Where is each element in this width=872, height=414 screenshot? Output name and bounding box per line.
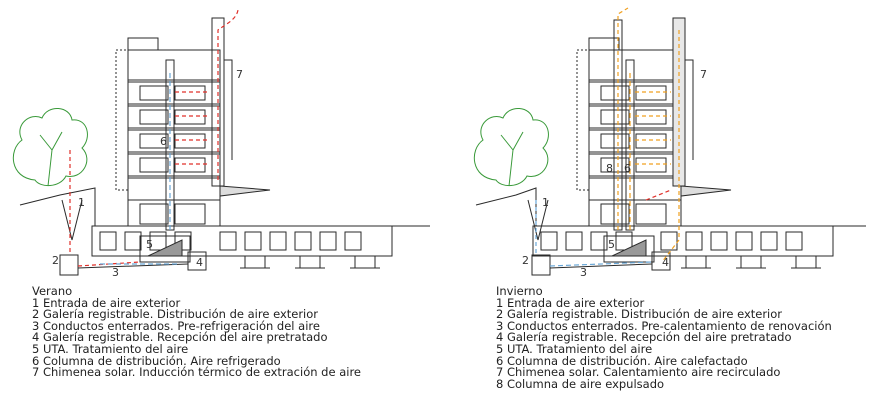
basement <box>91 225 393 257</box>
legend-item: 4 Galería registrable. Recepción del air… <box>32 330 328 345</box>
callout-1: 1 <box>542 196 549 209</box>
gallery-2 <box>59 254 79 276</box>
legend-item: 2 Galería registrable. Distribución de a… <box>32 307 319 322</box>
tree-icon <box>473 108 549 187</box>
legend-item: 5 UTA. Tratamiento del aire <box>496 341 653 356</box>
basement <box>532 225 834 257</box>
legend-item: 7 Chimenea solar. Calentamiento aire rec… <box>496 365 781 380</box>
legend-title: Verano <box>32 284 73 298</box>
legend-item: 1 Entrada de aire exterior <box>496 295 645 310</box>
solar-chimney <box>211 17 225 187</box>
winter-legend: Invierno 1 Entrada de aire exterior 2 Ga… <box>496 284 832 391</box>
callout-7: 7 <box>236 68 243 81</box>
callout-5: 5 <box>146 238 153 251</box>
winter-panel: 1 2 3 4 5 6 7 8 Invierno 1 Entrada de ai… <box>436 0 872 414</box>
summer-panel: 1 2 3 4 5 6 7 Verano 1 Entrada de aire e… <box>12 9 430 380</box>
callout-2: 2 <box>52 254 59 267</box>
callout-2: 2 <box>522 254 529 267</box>
legend-item: 7 Chimenea solar. Inducción térmico de e… <box>32 365 362 380</box>
summer-legend: Verano 1 Entrada de aire exterior 2 Gale… <box>32 284 362 380</box>
legend-item: 4 Galería registrable. Recepción del air… <box>496 330 792 345</box>
callout-6: 6 <box>624 162 631 175</box>
uta-box <box>603 235 655 263</box>
legend-item: 3 Conductos enterrados. Pre-refrigeració… <box>32 318 320 333</box>
legend-item: 5 UTA. Tratamiento del aire <box>32 341 189 356</box>
uta-box <box>139 235 191 263</box>
legend-title: Invierno <box>496 284 543 298</box>
ground-line <box>475 187 866 227</box>
callout-7: 7 <box>700 68 707 81</box>
callout-4: 4 <box>196 256 203 269</box>
callout-3: 3 <box>580 266 587 279</box>
gallery-2 <box>531 254 551 276</box>
callout-3: 3 <box>112 266 119 279</box>
callout-1: 1 <box>78 196 85 209</box>
callout-6: 6 <box>160 135 167 148</box>
summer-section-diagram: 1 2 3 4 5 6 7 <box>12 9 430 279</box>
legend-item: 6 Columna de distribución. Aire refriger… <box>32 353 281 368</box>
callout-5: 5 <box>608 238 615 251</box>
callout-4: 4 <box>662 256 669 269</box>
legend-item: 1 Entrada de aire exterior <box>32 295 181 310</box>
legend-item: 8 Columna de aire expulsado <box>496 376 665 391</box>
callout-8: 8 <box>606 162 613 175</box>
legend-item: 6 Columna de distribución. Aire calefact… <box>496 353 748 368</box>
legend-item: 2 Galería registrable. Distribución de a… <box>496 307 783 322</box>
tree-icon <box>12 108 88 187</box>
winter-section-diagram: 1 2 3 4 5 6 7 8 <box>473 7 866 279</box>
legend-item: 3 Conductos enterrados. Pre-calentamient… <box>496 318 832 333</box>
